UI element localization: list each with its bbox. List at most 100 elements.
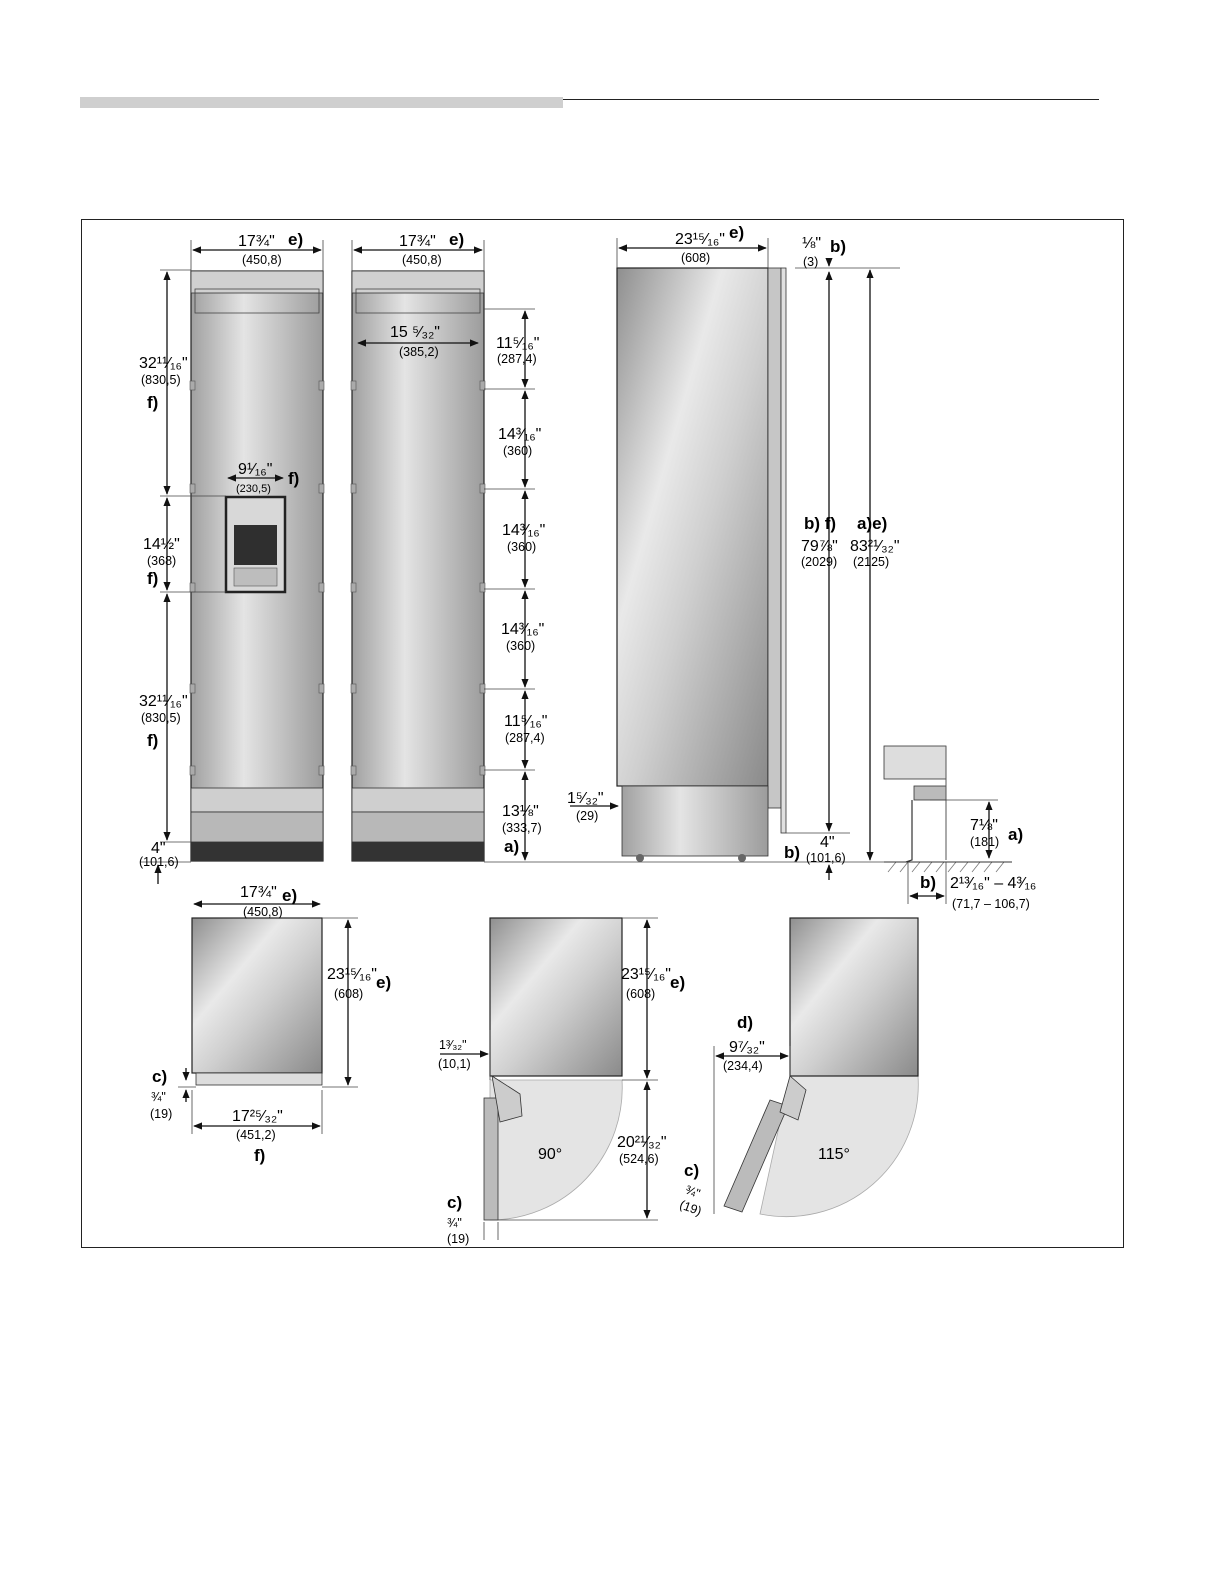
mm-open90-swing: (524,6) bbox=[619, 1152, 659, 1166]
dim-seg-2: 14³⁄₁₆" bbox=[498, 426, 541, 443]
mm-toe-kick: (29) bbox=[576, 809, 598, 823]
mm-top-depth: (608) bbox=[334, 987, 363, 1001]
dim-open90-offset: 1³⁄₃₂" bbox=[439, 1038, 467, 1052]
mm-plinth-height: (181) bbox=[970, 835, 999, 849]
dim-door-width-2: 17¾" bbox=[399, 233, 436, 250]
dim-open90-door: ¾" bbox=[447, 1216, 462, 1230]
dim-seg-base: 13⅛" bbox=[502, 803, 539, 820]
ref-top-gap: b) bbox=[830, 237, 846, 256]
mm-top-gap: (3) bbox=[803, 255, 818, 269]
ref-plinth-height: a) bbox=[1008, 825, 1023, 844]
mm-open90-offset: (10,1) bbox=[438, 1057, 471, 1071]
mm-seg-base: (333,7) bbox=[502, 821, 542, 835]
ref-seg-base: a) bbox=[504, 837, 519, 856]
ref-lower-hinge: f) bbox=[147, 731, 158, 750]
dim-plinth-depth: 2¹³⁄₁₆" – 4³⁄₁₆ bbox=[950, 875, 1036, 892]
mm-seg-1: (287,4) bbox=[497, 352, 537, 366]
dim-depth-side: 23¹⁵⁄₁₆" bbox=[675, 231, 725, 248]
dim-open90-depth: 23¹⁵⁄₁₆" bbox=[621, 966, 671, 983]
ref-top-overhang: c) bbox=[152, 1067, 167, 1086]
ref-dispenser-height: f) bbox=[147, 569, 158, 588]
mm-dispenser-height: (368) bbox=[147, 554, 176, 568]
dim-dispenser-height: 14½" bbox=[143, 536, 180, 553]
dim-top-overhang: ¾" bbox=[151, 1090, 166, 1104]
dim-open115-door: ¾" bbox=[683, 1183, 702, 1201]
mm-plinth-depth: (71,7 – 106,7) bbox=[952, 897, 1030, 911]
dim-door-width-1: 17¾" bbox=[238, 233, 275, 250]
mm-door-width-1: (450,8) bbox=[242, 253, 282, 267]
mm-height-unit: (2029) bbox=[801, 555, 837, 569]
ref-door-width-1: e) bbox=[288, 230, 303, 249]
ref-depth-side: e) bbox=[729, 223, 744, 242]
dim-bracket-span: 15 ⁵⁄₃₂" bbox=[390, 324, 440, 341]
ref-height-unit: b) f) bbox=[804, 514, 836, 533]
dim-plinth-height: 7⅛" bbox=[970, 817, 998, 834]
plinth-detail bbox=[883, 745, 1012, 873]
dim-seg-5: 11⁵⁄₁₆" bbox=[504, 713, 547, 730]
ref-open115-clear: d) bbox=[737, 1013, 753, 1032]
dim-height-unit: 79⅞" bbox=[801, 538, 838, 555]
dim-lower-hinge: 32¹¹⁄₁₆" bbox=[139, 693, 188, 710]
dim-seg-1: 11⁵⁄₁₆" bbox=[496, 335, 539, 352]
dim-seg-4: 14³⁄₁₆" bbox=[501, 621, 544, 638]
dim-top-depth: 23¹⁵⁄₁₆" bbox=[327, 966, 377, 983]
dim-upper-hinge: 32¹¹⁄₁₆" bbox=[139, 355, 188, 372]
mm-top-width: (450,8) bbox=[243, 905, 283, 919]
mm-top-overhang: (19) bbox=[150, 1107, 172, 1121]
mm-door-width-2: (450,8) bbox=[402, 253, 442, 267]
front-view-dispenser bbox=[189, 270, 325, 862]
ref-upper-hinge: f) bbox=[147, 393, 158, 412]
mm-seg-2: (360) bbox=[503, 444, 532, 458]
ref-height-total: a)e) bbox=[857, 514, 887, 533]
side-view bbox=[616, 267, 787, 862]
dim-seg-3: 14³⁄₁₆" bbox=[502, 522, 545, 539]
ref-base-right: b) bbox=[784, 843, 800, 862]
dim-top-door-width: 17²⁵⁄₃₂" bbox=[232, 1108, 283, 1125]
dim-open90-swing: 20²¹⁄₃₂" bbox=[617, 1134, 667, 1151]
front-view-plain bbox=[350, 270, 486, 862]
ref-open115-door: c) bbox=[684, 1161, 699, 1180]
mm-top-door-width: (451,2) bbox=[236, 1128, 276, 1142]
mm-dispenser-width: (230,5) bbox=[236, 483, 271, 495]
angle-115: 115° bbox=[818, 1146, 850, 1163]
mm-depth-side: (608) bbox=[681, 251, 710, 265]
mm-height-total: (2125) bbox=[853, 555, 889, 569]
mm-open90-depth: (608) bbox=[626, 987, 655, 1001]
dim-base-left: 4" bbox=[151, 840, 166, 857]
top-view-open-115 bbox=[723, 917, 919, 1218]
header-bar bbox=[80, 97, 563, 108]
dim-dispenser-width: 9¹⁄₁₆" bbox=[238, 461, 272, 478]
dimension-lines bbox=[140, 238, 998, 1240]
dim-base-right: 4" bbox=[820, 834, 835, 851]
dim-top-gap: ⅛" bbox=[802, 235, 821, 252]
ref-top-door-width: f) bbox=[254, 1146, 265, 1165]
mm-bracket-span: (385,2) bbox=[399, 345, 439, 359]
ref-door-width-2: e) bbox=[449, 230, 464, 249]
header-rule bbox=[563, 99, 1099, 100]
angle-90: 90° bbox=[538, 1146, 562, 1163]
labels: 17¾" e) (450,8) 17¾" e) (450,8) 32¹¹⁄₁₆"… bbox=[139, 223, 1036, 1246]
mm-open115-door: (19) bbox=[678, 1198, 704, 1219]
mm-lower-hinge: (830,5) bbox=[141, 711, 181, 725]
ref-open90-door: c) bbox=[447, 1193, 462, 1212]
mm-open90-door: (19) bbox=[447, 1232, 469, 1246]
mm-open115-clear: (234,4) bbox=[723, 1059, 763, 1073]
ref-dispenser-width: f) bbox=[288, 469, 299, 488]
ref-top-depth: e) bbox=[376, 973, 391, 992]
top-view-closed bbox=[191, 917, 323, 1086]
dim-height-total: 83²¹⁄₃₂" bbox=[850, 538, 900, 555]
top-view-open-90 bbox=[483, 917, 623, 1221]
mm-seg-5: (287,4) bbox=[505, 731, 545, 745]
mm-upper-hinge: (830,5) bbox=[141, 373, 181, 387]
dim-open115-clear: 9⁷⁄₃₂" bbox=[729, 1039, 765, 1056]
ref-top-width: e) bbox=[282, 886, 297, 905]
ref-open90-depth: e) bbox=[670, 973, 685, 992]
ref-plinth-depth: b) bbox=[920, 873, 936, 892]
dim-top-width: 17¾" bbox=[240, 884, 277, 901]
dim-toe-kick: 1⁵⁄₃₂" bbox=[567, 790, 604, 807]
diagram-frame bbox=[81, 219, 1124, 1248]
mm-seg-3: (360) bbox=[507, 540, 536, 554]
mm-base-right: (101,6) bbox=[806, 851, 846, 865]
mm-base-left: (101,6) bbox=[139, 855, 179, 869]
